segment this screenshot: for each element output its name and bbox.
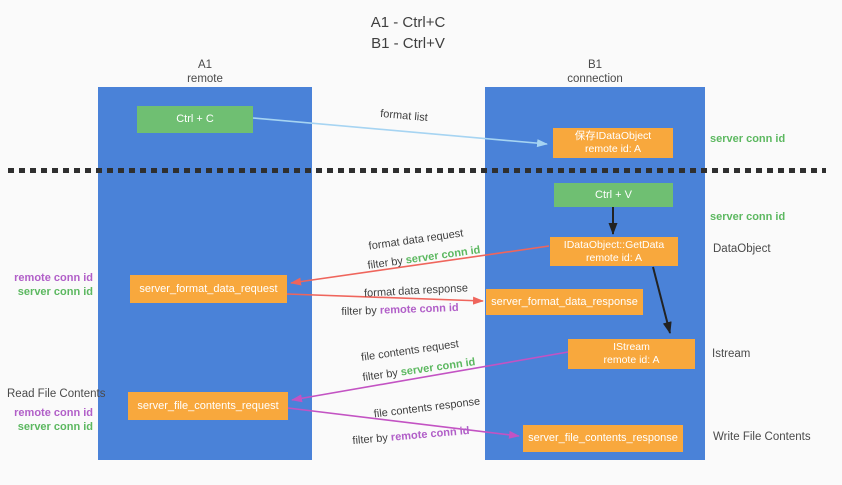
server-conn-id-text: server conn id <box>399 356 477 379</box>
title-line-b1: B1 - Ctrl+V <box>371 35 445 52</box>
filter-by-text: filter by <box>352 431 392 448</box>
node-file-request-label: server_file_contents_request <box>137 399 279 412</box>
node-format-request-label: server_format_data_request <box>139 282 278 295</box>
lane-a1-subtitle: remote <box>187 73 223 85</box>
label-file-contents-response: file contents response <box>373 395 481 421</box>
filter-by-text: filter by <box>361 366 402 384</box>
lane-header-b1: B1 connection <box>485 58 705 86</box>
node-istream-line1: IStream <box>613 341 650 353</box>
lane-header-a1: A1 remote <box>98 58 312 86</box>
label-remote-conn-id-1: remote conn id <box>14 272 93 284</box>
node-getdata-line1: IDataObject::GetData <box>563 238 665 251</box>
node-format-response-label: server_format_data_response <box>491 295 638 308</box>
node-server-file-contents-response: server_file_contents_response <box>523 425 683 452</box>
node-server-format-data-request: server_format_data_request <box>130 275 287 303</box>
title-line-a1: A1 - Ctrl+C <box>370 14 446 31</box>
label-server-conn-id-right-top: server conn id <box>710 133 786 145</box>
lane-b1-subtitle: connection <box>567 73 623 85</box>
node-ctrl-c: Ctrl + C <box>137 106 253 133</box>
label-read-file-contents: Read File Contents <box>7 388 106 400</box>
node-save-idataobject: 保存IDataObject remote id: A <box>553 128 673 158</box>
node-ctrl-v-label: Ctrl + V <box>595 188 632 201</box>
label-format-data-response: format data response <box>363 282 469 300</box>
filter-by-text: filter by <box>366 254 407 272</box>
remote-conn-id-text: remote conn id <box>379 301 459 317</box>
label-server-conn-id-right-mid: server conn id <box>710 211 786 223</box>
node-istream: IStream remote id: A <box>568 339 695 369</box>
node-file-response-label: server_file_contents_response <box>528 432 678 444</box>
label-group-conn-ids-2: remote conn id server conn id <box>0 407 93 434</box>
node-idataobject-getdata: IDataObject::GetData remote id: A <box>550 237 678 266</box>
label-write-file-contents: Write File Contents <box>713 431 811 443</box>
filter-by-text: filter by <box>341 304 381 319</box>
label-istream: Istream <box>712 348 751 360</box>
lane-a1-name: A1 <box>197 59 213 71</box>
lane-b1-name: B1 <box>587 59 603 71</box>
label-dataobject: DataObject <box>713 243 771 255</box>
remote-conn-id-text: remote conn id <box>390 424 470 444</box>
label-filter-by-remote-conn-id-2: filter by remote conn id <box>352 425 470 447</box>
node-server-format-data-response: server_format_data_response <box>486 289 643 315</box>
node-getdata-line2: remote id: A <box>585 251 643 264</box>
node-ctrl-v: Ctrl + V <box>554 183 673 207</box>
dotted-separator <box>8 168 826 173</box>
diagram-title: A1 - Ctrl+C B1 - Ctrl+V <box>288 12 528 54</box>
label-filter-by-remote-conn-id-1: filter by remote conn id <box>341 302 459 318</box>
label-format-list: format list <box>379 107 429 125</box>
node-save-line2: remote id: A <box>584 143 642 155</box>
node-ctrl-c-label: Ctrl + C <box>176 113 214 125</box>
node-server-file-contents-request: server_file_contents_request <box>128 392 288 420</box>
label-server-conn-id-2: server conn id <box>17 420 93 433</box>
label-group-conn-ids-1: remote conn id server conn id <box>0 272 93 299</box>
node-istream-line2: remote id: A <box>603 354 660 366</box>
server-conn-id-text: server conn id <box>404 244 482 267</box>
label-server-conn-id-1: server conn id <box>17 285 93 298</box>
node-save-line1: 保存IDataObject <box>574 130 652 142</box>
label-remote-conn-id-2: remote conn id <box>14 407 93 419</box>
